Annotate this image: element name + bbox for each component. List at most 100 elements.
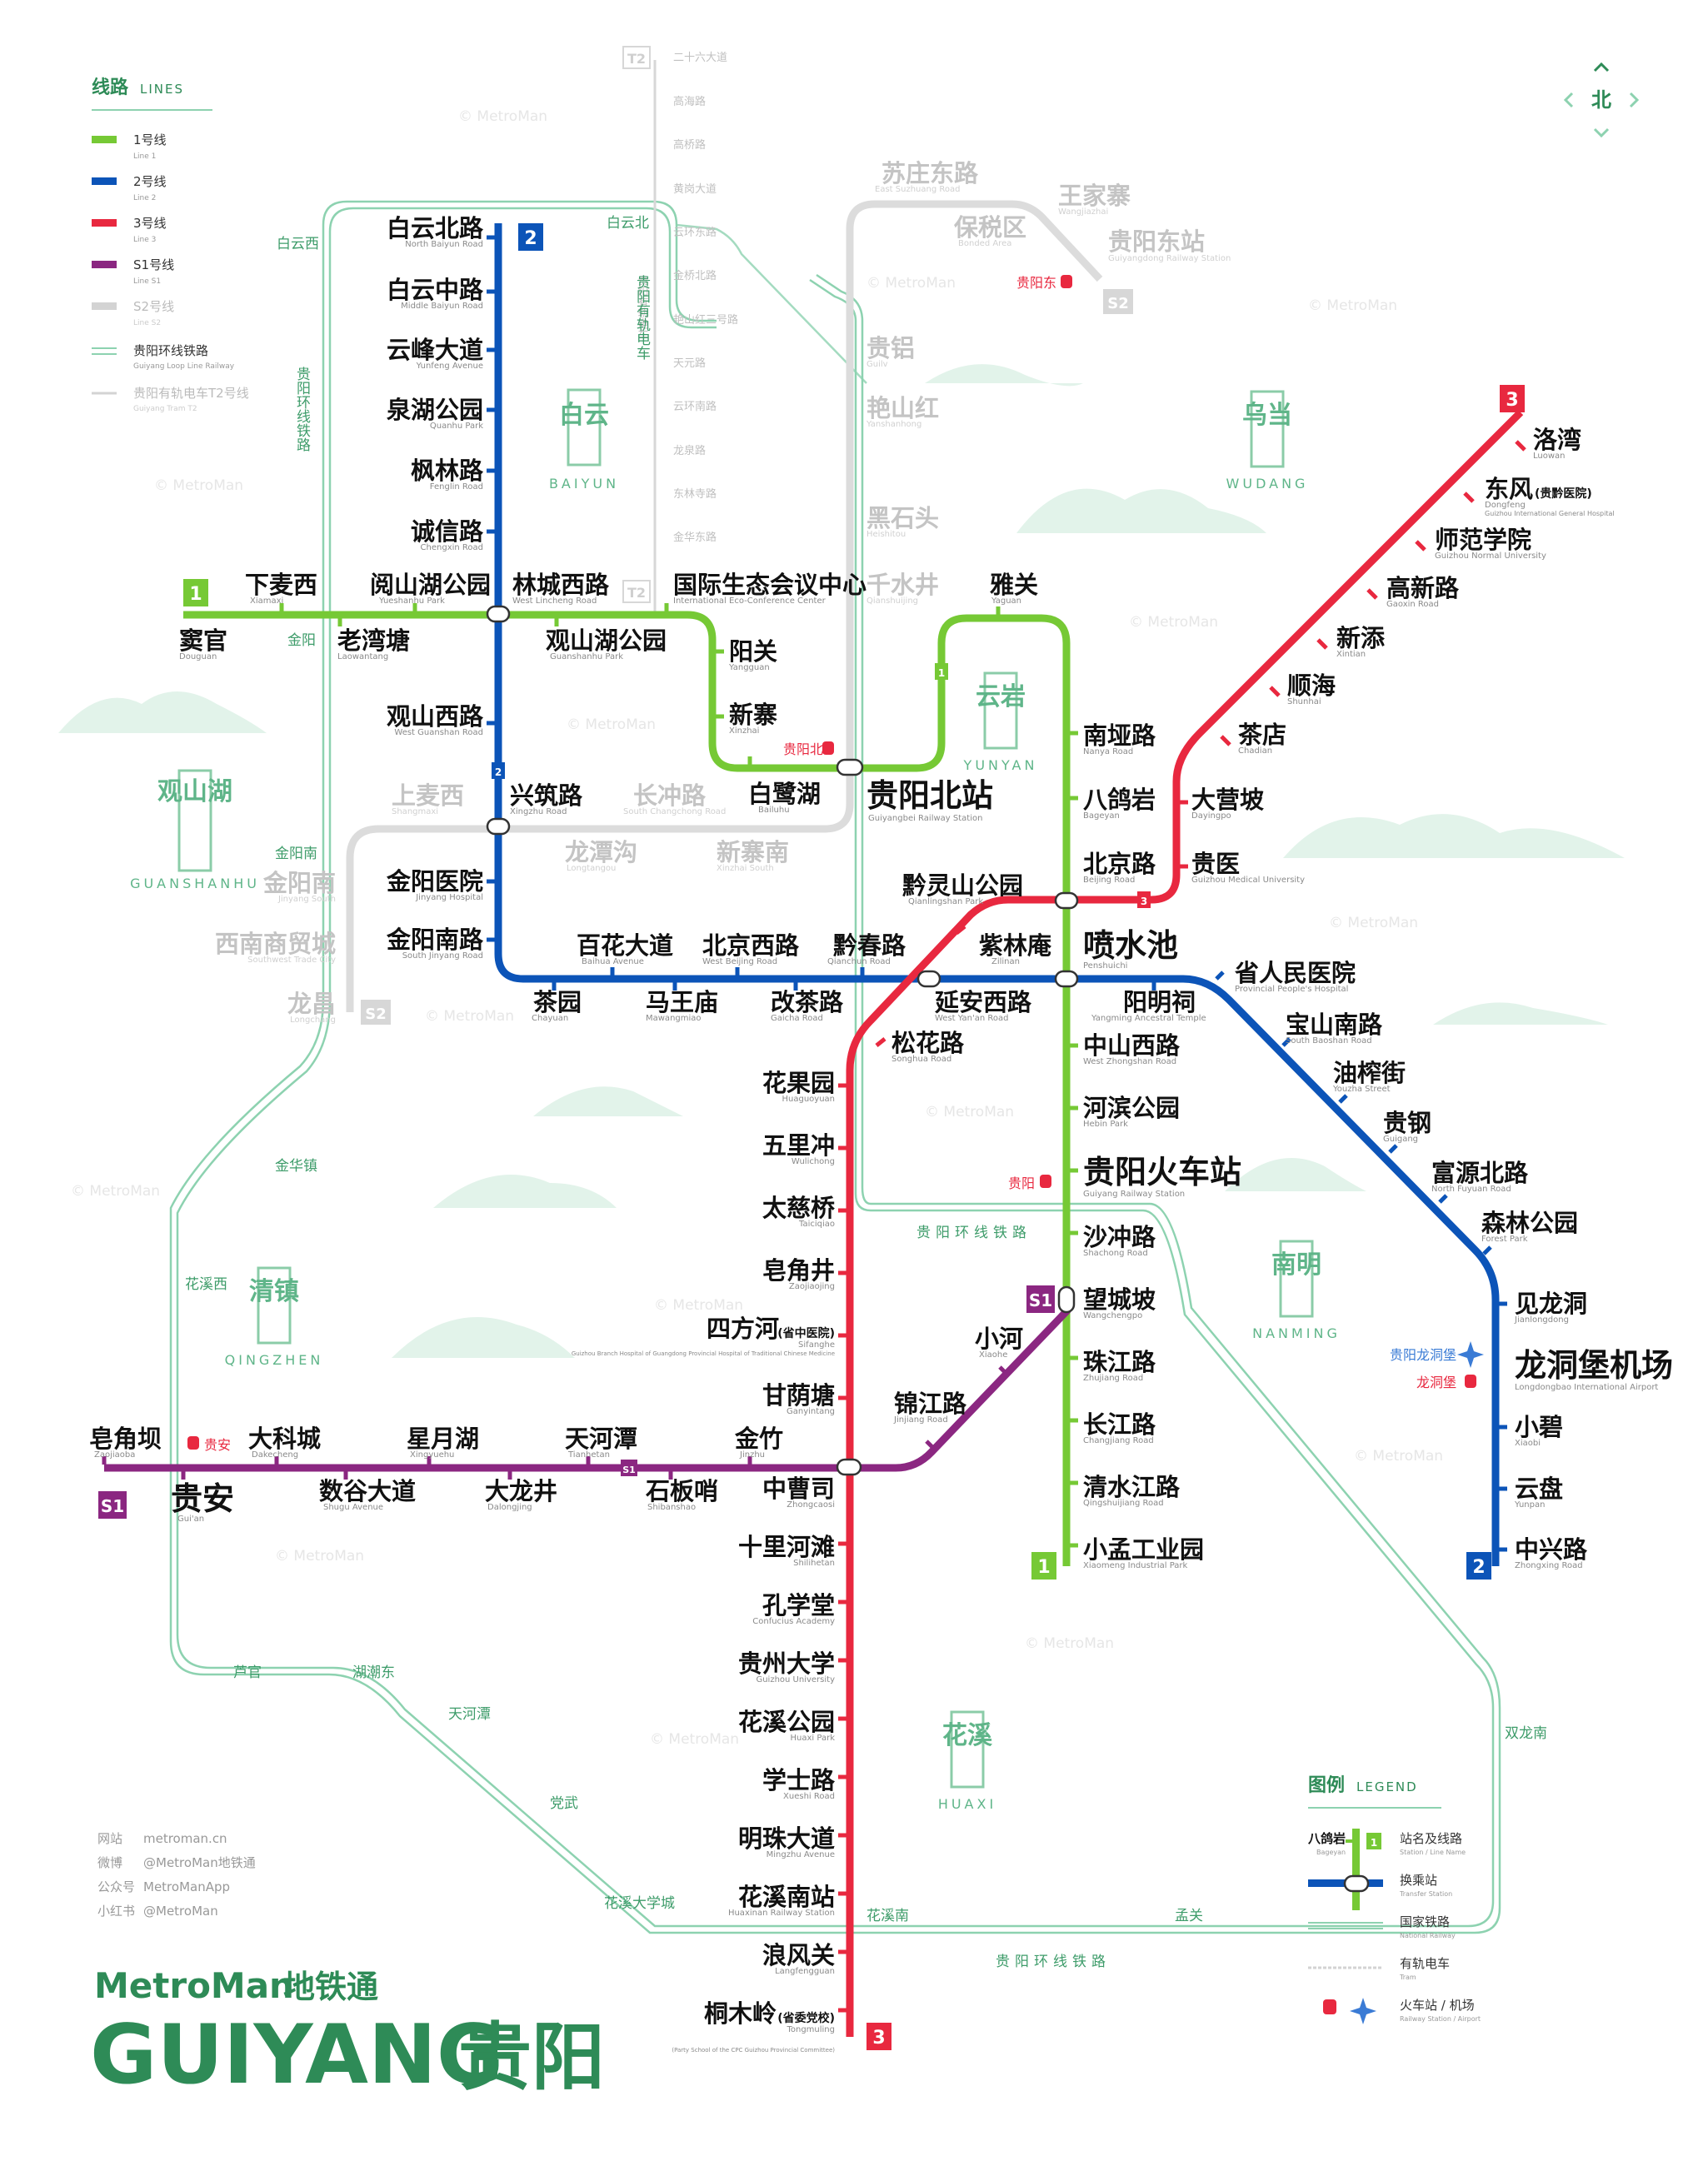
svg-text:五里冲: 五里冲	[762, 1131, 835, 1160]
svg-text:云盘: 云盘	[1515, 1475, 1563, 1503]
loop-station-labels: 白云西 白云北 金阳 金阳南 金华镇 花溪西 芦官 湖潮东 天河潭 党武 花溪大…	[185, 215, 1547, 1970]
svg-text:Shugu Avenue: Shugu Avenue	[323, 1503, 383, 1512]
watermark: © MetroMan	[154, 477, 243, 494]
svg-text:Tianhetan: Tianhetan	[567, 1450, 610, 1460]
svg-text:Douguan: Douguan	[179, 652, 217, 661]
svg-text:金桥北路: 金桥北路	[673, 269, 717, 282]
svg-text:阳明祠: 阳明祠	[1123, 988, 1196, 1016]
svg-text:Wulichong: Wulichong	[792, 1157, 835, 1166]
svg-text:@MetroMan地铁通: @MetroMan地铁通	[143, 1855, 256, 1870]
svg-text:Shunhai: Shunhai	[1287, 697, 1321, 706]
railway-station-icons: 贵阳北 贵阳东 贵阳 贵安 龙洞堡 贵阳龙洞堡	[187, 275, 1484, 1453]
svg-text:Yueshanhu Park: Yueshanhu Park	[378, 596, 445, 606]
svg-text:孔学堂: 孔学堂	[762, 1591, 835, 1620]
svg-text:Guizhou University: Guizhou University	[756, 1675, 835, 1684]
svg-text:Dayingpo: Dayingpo	[1191, 811, 1231, 821]
svg-text:贵州大学: 贵州大学	[738, 1649, 835, 1678]
svg-text:S1: S1	[622, 1465, 636, 1475]
svg-text:Guiyang Loop Line Railway: Guiyang Loop Line Railway	[133, 362, 235, 371]
contacts: 网站 metroman.cn 微博 @MetroMan地铁通 公众号 Metro…	[97, 1831, 256, 1919]
svg-text:高新路: 高新路	[1386, 574, 1460, 602]
svg-text:兴筑路: 兴筑路	[510, 781, 583, 810]
svg-text:大营坡: 大营坡	[1191, 786, 1264, 814]
svg-text:二十六大道: 二十六大道	[673, 52, 727, 64]
svg-text:望城坡: 望城坡	[1083, 1285, 1156, 1314]
svg-text:Confucius Academy: Confucius Academy	[752, 1617, 835, 1626]
train-icon: 龙洞堡	[1416, 1375, 1476, 1390]
svg-text:下麦西: 下麦西	[245, 571, 317, 599]
svg-text:Middle Baiyun Road: Middle Baiyun Road	[401, 302, 483, 311]
transfer-penshuichi	[1054, 970, 1079, 988]
svg-text:贵阳: 贵阳	[1008, 1175, 1035, 1191]
svg-text:Mawangmiao: Mawangmiao	[646, 1014, 702, 1023]
svg-text:马王庙: 马王庙	[646, 988, 718, 1016]
svg-text:Dakecheng: Dakecheng	[252, 1450, 298, 1460]
svg-text:白云北路: 白云北路	[387, 214, 484, 242]
svg-text:Transfer Station: Transfer Station	[1399, 1890, 1452, 1898]
line-3-badge	[1500, 385, 1525, 412]
svg-text:上麦西: 上麦西	[392, 781, 464, 810]
svg-text:师范学院: 师范学院	[1435, 526, 1531, 554]
line-2-badge	[1466, 1552, 1491, 1580]
svg-text:Sifanghe: Sifanghe	[798, 1340, 835, 1350]
city-name-zh: 贵阳	[458, 2014, 605, 2100]
svg-text:东林寺路: 东林寺路	[673, 487, 717, 501]
svg-text:South Changchong Road: South Changchong Road	[623, 807, 726, 816]
svg-text:珠江路: 珠江路	[1083, 1348, 1156, 1376]
svg-text:Ganyintang: Ganyintang	[787, 1407, 835, 1416]
svg-text:白云北: 白云北	[607, 215, 649, 232]
svg-text:South Jinyang Road: South Jinyang Road	[402, 951, 483, 961]
svg-text:National Railway: National Railway	[1400, 1932, 1456, 1939]
svg-text:Qianchun Road: Qianchun Road	[827, 957, 891, 966]
svg-text:贵医: 贵医	[1191, 850, 1240, 878]
svg-text:泉湖公园: 泉湖公园	[387, 396, 483, 424]
svg-text:(省中医院): (省中医院)	[777, 1326, 835, 1340]
svg-text:Forest Park: Forest Park	[1481, 1235, 1528, 1244]
svg-text:艳山红三号路: 艳山红三号路	[673, 313, 738, 327]
svg-text:Yunfeng Avenue: Yunfeng Avenue	[416, 362, 483, 371]
svg-text:Tram: Tram	[1399, 1974, 1416, 1981]
transfer-linchengxilu	[486, 605, 511, 623]
svg-text:小孟工业园: 小孟工业园	[1083, 1535, 1204, 1564]
svg-text:metroman.cn: metroman.cn	[143, 1831, 227, 1846]
svg-text:S2号线: S2号线	[133, 299, 174, 314]
train-icon	[1323, 1999, 1336, 2014]
svg-text:天河潭: 天河潭	[448, 1706, 491, 1723]
svg-text:皂角井: 皂角井	[762, 1256, 835, 1285]
svg-text:Zhujiang Road: Zhujiang Road	[1083, 1374, 1143, 1383]
svg-text:皂角坝: 皂角坝	[89, 1425, 162, 1453]
svg-text:Bailuhu: Bailuhu	[758, 806, 790, 815]
svg-text:North Fuyuan Road: North Fuyuan Road	[1431, 1185, 1511, 1194]
svg-text:中山西路: 中山西路	[1083, 1031, 1181, 1060]
svg-text:紫林庵: 紫林庵	[979, 931, 1051, 960]
svg-text:茶店: 茶店	[1238, 721, 1286, 749]
svg-text:清镇: 清镇	[249, 1277, 299, 1306]
svg-text:王家寨: 王家寨	[1058, 182, 1131, 210]
svg-text:数谷大道: 数谷大道	[319, 1477, 416, 1505]
svg-text:火车站 / 机场: 火车站 / 机场	[1400, 1998, 1475, 2013]
svg-text:West Zhongshan Road: West Zhongshan Road	[1083, 1057, 1176, 1066]
svg-text:Line S1: Line S1	[133, 277, 161, 286]
svg-text:Southwest Trade City: Southwest Trade City	[247, 956, 336, 965]
svg-text:@MetroMan: @MetroMan	[143, 1904, 218, 1919]
